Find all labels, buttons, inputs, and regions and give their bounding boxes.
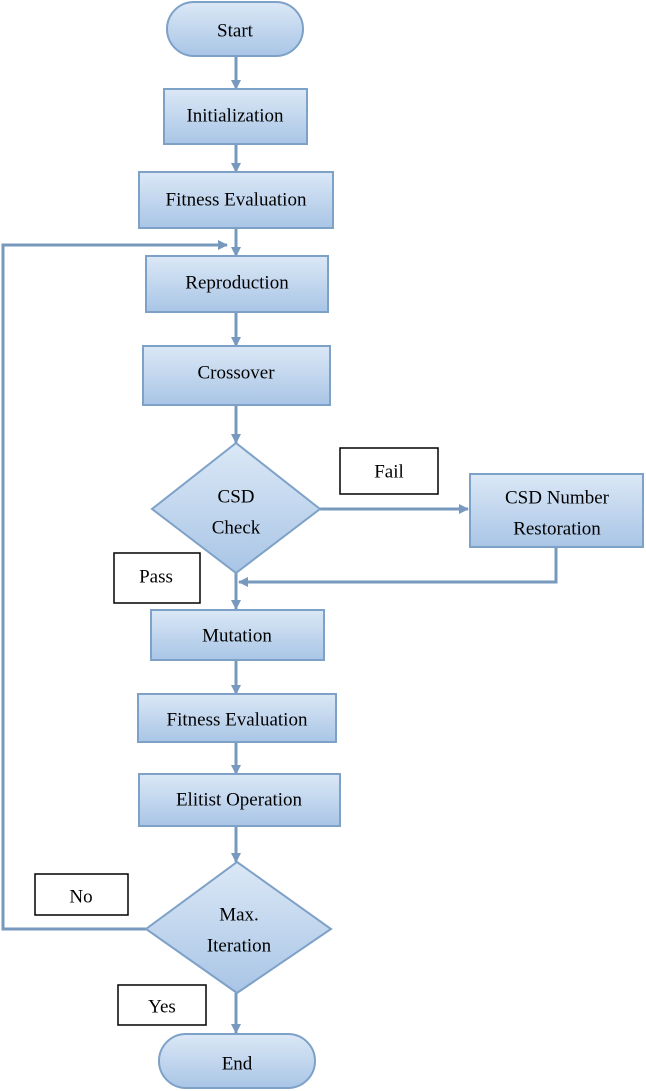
initialization-process: Initialization bbox=[163, 88, 308, 145]
end-terminal: End bbox=[158, 1033, 316, 1089]
yes-label: Yes bbox=[148, 997, 176, 1018]
start-terminal: Start bbox=[166, 1, 304, 57]
start-label: Start bbox=[217, 21, 254, 42]
csd-restoration-process: CSD Number Restoration bbox=[469, 473, 644, 548]
fitness-evaluation-label-1: Fitness Evaluation bbox=[166, 190, 307, 211]
csd-check-decision: CSD Check bbox=[150, 441, 322, 575]
csd-check-label-line1: CSD bbox=[218, 487, 255, 508]
elitist-operation-process: Elitist Operation bbox=[138, 773, 341, 827]
fitness-evaluation-label-2: Fitness Evaluation bbox=[167, 710, 308, 731]
crossover-process: Crossover bbox=[142, 345, 331, 406]
elitist-operation-label: Elitist Operation bbox=[176, 790, 303, 811]
initialization-label: Initialization bbox=[186, 106, 284, 127]
pass-label: Pass bbox=[139, 567, 173, 588]
mutation-process: Mutation bbox=[150, 609, 325, 661]
no-label: No bbox=[69, 887, 92, 908]
fail-label-box: Fail bbox=[339, 447, 439, 495]
fitness-evaluation-process-2: Fitness Evaluation bbox=[137, 693, 337, 743]
arrow-restoration-return bbox=[238, 547, 558, 587]
fail-label: Fail bbox=[374, 462, 404, 483]
mutation-label: Mutation bbox=[202, 626, 272, 647]
end-label: End bbox=[222, 1054, 253, 1075]
arrow-no-loop-back bbox=[1, 240, 228, 931]
max-iteration-label-line1: Max. bbox=[219, 905, 259, 926]
max-iteration-decision: Max. Iteration bbox=[144, 860, 333, 995]
reproduction-label: Reproduction bbox=[185, 273, 289, 294]
no-label-box: No bbox=[34, 873, 129, 916]
fitness-evaluation-process-1: Fitness Evaluation bbox=[138, 171, 334, 229]
csd-restoration-label-line1: CSD Number bbox=[505, 488, 610, 509]
connectors bbox=[1, 56, 558, 1034]
crossover-label: Crossover bbox=[197, 363, 275, 384]
csd-check-label-line2: Check bbox=[212, 518, 261, 539]
yes-label-box: Yes bbox=[117, 984, 207, 1026]
reproduction-process: Reproduction bbox=[145, 255, 329, 313]
csd-restoration-label-line2: Restoration bbox=[513, 519, 601, 540]
pass-label-box: Pass bbox=[113, 552, 201, 604]
max-iteration-label-line2: Iteration bbox=[207, 936, 272, 957]
